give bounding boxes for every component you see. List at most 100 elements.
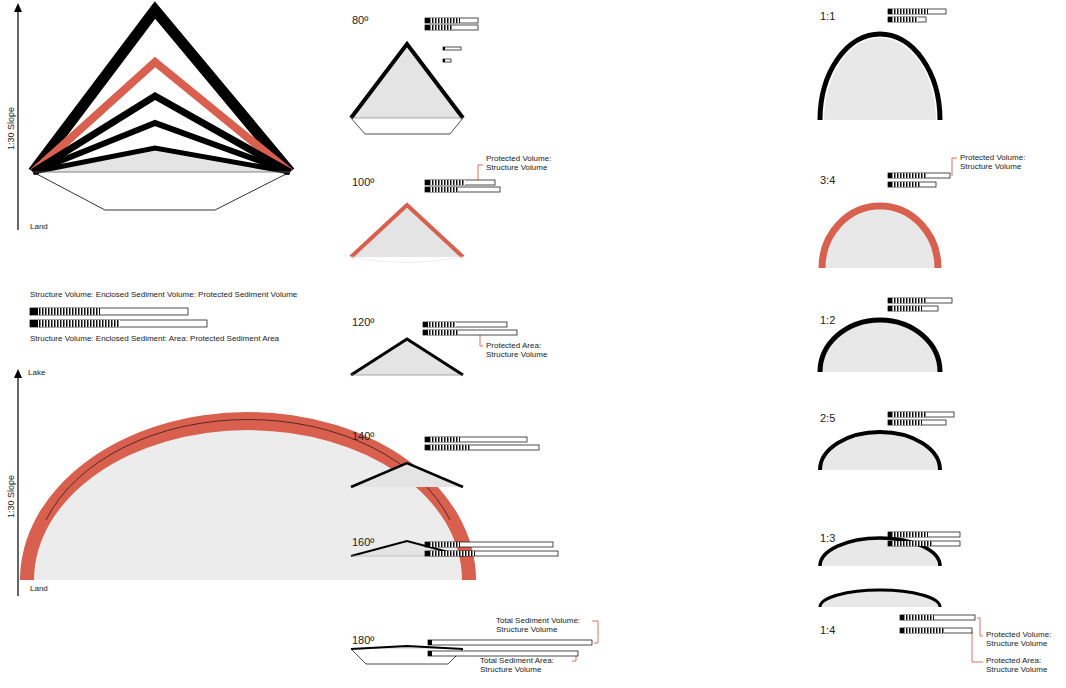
bar-segment <box>428 640 592 645</box>
bar-segment <box>892 182 920 187</box>
annotation-label: Land <box>30 584 48 593</box>
bar-segment <box>443 47 461 50</box>
shape-label: 120º <box>352 316 374 329</box>
bar-segment <box>430 25 452 30</box>
bar-segment <box>425 18 430 23</box>
bar-segment <box>900 615 904 620</box>
arch-illustration <box>20 412 476 580</box>
bar-segment <box>430 445 470 450</box>
annotation-label: Protected Area: Structure Volume <box>486 341 558 359</box>
shape-label: 2:5 <box>820 412 835 425</box>
bar-segment <box>425 551 558 556</box>
bar-segment <box>443 47 445 50</box>
bar-segment <box>425 437 430 442</box>
bar-segment <box>892 541 932 546</box>
annotation-label: Protected Volume: Structure Volume <box>960 153 1038 171</box>
bar-segment <box>888 182 936 187</box>
bar-segment <box>888 9 946 14</box>
annotation-label: Structure Volume: Enclosed Sediment Volu… <box>30 290 297 299</box>
bar-segment <box>888 532 892 537</box>
bar-segment <box>425 180 495 185</box>
bar-segment <box>443 59 451 62</box>
triangle-family <box>33 10 290 210</box>
shape-label: 160º <box>352 536 374 549</box>
bar-segment <box>425 187 430 192</box>
annotation-label: Total Sediment Area: Structure Volume <box>480 656 570 674</box>
shape-label: 3:4 <box>820 174 835 187</box>
bar-segment <box>428 640 432 645</box>
axis-arrow <box>17 372 18 596</box>
bar-segment <box>425 180 430 185</box>
ratio-bars <box>30 9 975 656</box>
annotation-label: Total Sediment Volume: Structure Volume <box>496 616 588 634</box>
bar-segment <box>892 9 928 14</box>
annotation-label: Land <box>30 222 48 231</box>
bar-segment <box>425 25 478 30</box>
bar-segment <box>443 59 445 62</box>
bar-segment <box>423 330 428 335</box>
bar-segment <box>425 25 430 30</box>
bar-segment <box>888 541 960 546</box>
bar-segment <box>423 322 428 327</box>
bar-segment <box>892 17 918 22</box>
bar-segment <box>888 17 926 22</box>
annotation-label: Protected Area: Structure Volume <box>986 656 1062 674</box>
bar-segment <box>888 541 892 546</box>
bar-segment <box>425 542 430 547</box>
bar-segment <box>430 180 465 185</box>
leader-line <box>478 158 983 662</box>
bar-segment <box>888 173 892 178</box>
annotation-label: Protected Volume: Structure Volume <box>986 630 1062 648</box>
bar-segment <box>423 322 507 327</box>
bar-segment <box>430 187 458 192</box>
bar-segment <box>888 420 946 425</box>
bar-segment <box>892 532 928 537</box>
annotation-label: Structure Volume: Enclosed Sediment: Are… <box>30 334 279 343</box>
bar-segment <box>892 298 926 303</box>
bar-segment <box>888 17 892 22</box>
bar-segment <box>892 412 926 417</box>
shape-label: 1:2 <box>820 314 835 327</box>
bar-segment <box>425 437 527 442</box>
bar-segment <box>425 445 430 450</box>
bar-segment <box>430 551 475 556</box>
bar-segment <box>30 308 188 315</box>
bar-segment <box>888 412 892 417</box>
bar-segment <box>888 532 960 537</box>
shape-label: 100º <box>352 176 374 189</box>
bar-segment <box>888 306 892 311</box>
bar-segment <box>430 437 460 442</box>
shape-label: 180º <box>352 634 374 647</box>
bar-segment <box>904 615 934 620</box>
bar-segment <box>888 412 954 417</box>
bar-segment <box>38 320 120 327</box>
bar-segment <box>888 173 950 178</box>
bar-segment <box>888 420 892 425</box>
bar-segment <box>428 651 432 656</box>
bar-segment <box>900 615 975 620</box>
annotation-label: Protected Volume: Structure Volume <box>486 154 562 172</box>
bar-segment <box>888 9 892 14</box>
angle-triangles <box>351 44 463 664</box>
shape-label: 1:3 <box>820 532 835 545</box>
shape-label: 1:4 <box>820 624 835 637</box>
bar-segment <box>888 298 892 303</box>
bar-segment <box>30 320 38 327</box>
bar-segment <box>888 306 938 311</box>
bar-segment <box>38 308 100 315</box>
bar-segment <box>30 308 38 315</box>
ratio-arches <box>820 34 940 607</box>
bar-segment <box>892 306 922 311</box>
bar-segment <box>30 320 207 327</box>
annotation-label: Lake <box>28 368 45 377</box>
axis-label: 1:30 Slope <box>6 107 16 150</box>
bar-segment <box>892 420 922 425</box>
bar-segment <box>425 551 430 556</box>
bar-segment <box>430 18 460 23</box>
bar-segment <box>428 322 456 327</box>
bar-segment <box>900 628 972 633</box>
axis-label: 1:30 Slope <box>6 475 16 518</box>
bar-segment <box>900 628 904 633</box>
bar-segment <box>888 298 952 303</box>
bar-segment <box>888 182 892 187</box>
